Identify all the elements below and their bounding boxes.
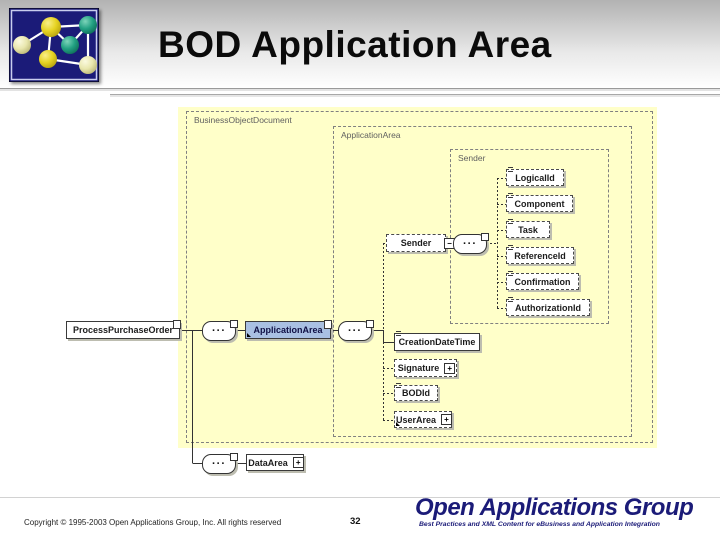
node-user-area: UserArea +: [394, 411, 453, 428]
node-signature: Signature +: [394, 359, 457, 377]
node-data-area: DataArea +: [246, 454, 304, 471]
region-label: Sender: [458, 153, 486, 163]
region-label: BusinessObjectDocument: [194, 115, 292, 125]
node-bod-id: BODId: [394, 383, 438, 401]
header-divider: [0, 88, 720, 89]
sequence-connector: ···: [202, 453, 238, 474]
node-application-area: ApplicationArea: [245, 320, 332, 339]
node-process-purchase-order: ProcessPurchaseOrder: [66, 320, 181, 339]
node-component: Component: [506, 193, 573, 212]
brand-logotype: Open Applications Group: [415, 494, 694, 521]
node-creation-date-time: CreationDateTime: [394, 331, 480, 351]
brand-block: Open Applications Group Best Practices a…: [415, 495, 711, 528]
region-application-area: ApplicationArea: [333, 126, 632, 437]
sequence-connector: ···: [202, 320, 238, 341]
region-label: ApplicationArea: [341, 130, 401, 140]
node-sender: Sender: [386, 234, 446, 252]
header-divider-highlight: [0, 89, 720, 91]
oag-network-icon: [8, 7, 100, 83]
node-reference-id: ReferenceId: [506, 245, 574, 264]
sequence-connector: ···: [338, 320, 374, 341]
page-title: BOD Application Area: [158, 24, 552, 65]
expand-icon: +: [444, 362, 456, 374]
page-number: 32: [350, 516, 361, 527]
brand-tagline: Best Practices and XML Content for eBusi…: [419, 521, 660, 528]
slide-header: BOD Application Area: [0, 0, 720, 88]
copyright-text: Copyright © 1995-2003 Open Applications …: [24, 518, 282, 527]
footer-divider: [0, 497, 720, 498]
expand-icon: +: [292, 457, 304, 468]
node-confirmation: Confirmation: [506, 271, 579, 290]
oag-logo: [8, 7, 100, 83]
header-subdivider-highlight: [110, 95, 720, 97]
sequence-dots-icon: ···: [212, 325, 226, 337]
sequence-dots-icon: ···: [212, 458, 226, 470]
region-business-object-document: BusinessObjectDocument: [186, 111, 653, 443]
node-task: Task: [506, 219, 550, 238]
expand-icon: +: [441, 414, 453, 425]
node-logical-id: LogicalId: [506, 167, 564, 186]
sequence-dots-icon: ···: [348, 325, 362, 337]
node-authorization-id: AuthorizationId: [506, 297, 590, 316]
region-sender: Sender: [450, 149, 609, 324]
sequence-dots-icon: ···: [463, 238, 477, 250]
header-subdivider: [110, 94, 720, 95]
sequence-connector: ···: [453, 233, 489, 254]
